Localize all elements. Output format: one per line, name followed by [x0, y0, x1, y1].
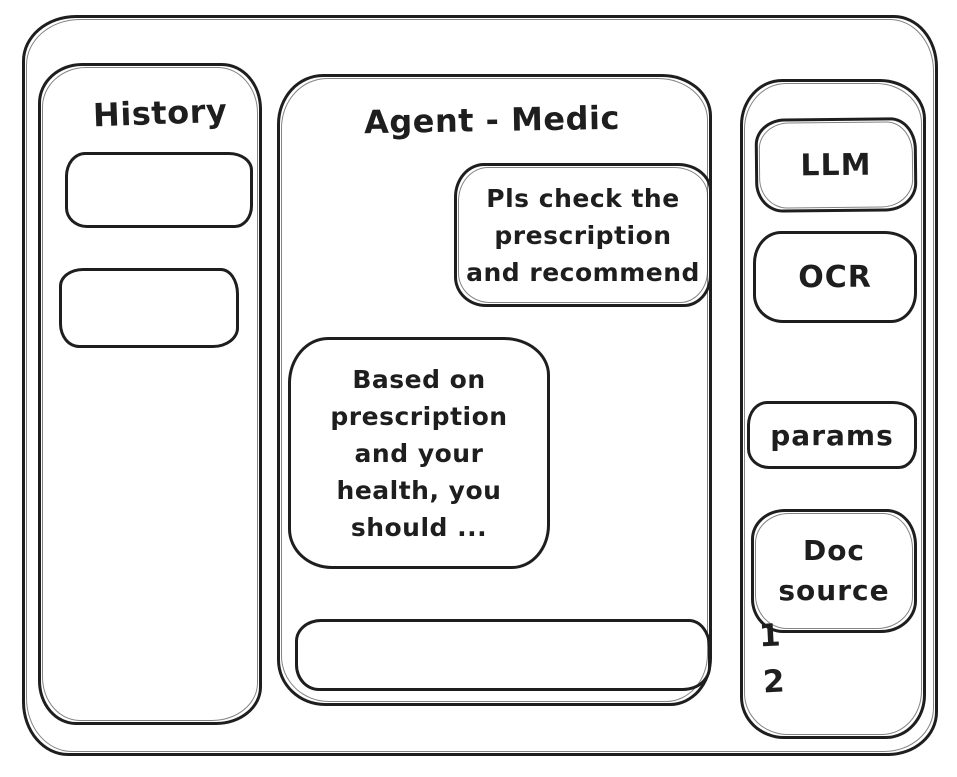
doc-source-button[interactable]: Doc source — [751, 509, 917, 633]
history-item-1[interactable] — [65, 152, 253, 228]
history-panel: History — [38, 63, 262, 725]
chat-panel: Agent - Medic Pls check the prescription… — [277, 74, 712, 706]
ocr-button[interactable]: OCR — [753, 231, 917, 323]
params-button[interactable]: params — [747, 401, 917, 469]
user-message-bubble: Pls check the prescription and recommend — [454, 163, 712, 307]
doc-source-item-2: 2 — [762, 663, 786, 701]
llm-button[interactable]: LLM — [754, 117, 918, 213]
history-item-2[interactable] — [59, 268, 239, 348]
chat-input[interactable] — [295, 619, 711, 691]
tools-panel: LLM OCR params Doc source 1 2 — [740, 79, 926, 739]
agent-message-bubble: Based on prescription and your health, y… — [288, 337, 550, 569]
history-title: History — [92, 91, 228, 135]
chat-title: Agent - Medic — [363, 98, 621, 142]
doc-source-item-1: 1 — [758, 617, 782, 655]
